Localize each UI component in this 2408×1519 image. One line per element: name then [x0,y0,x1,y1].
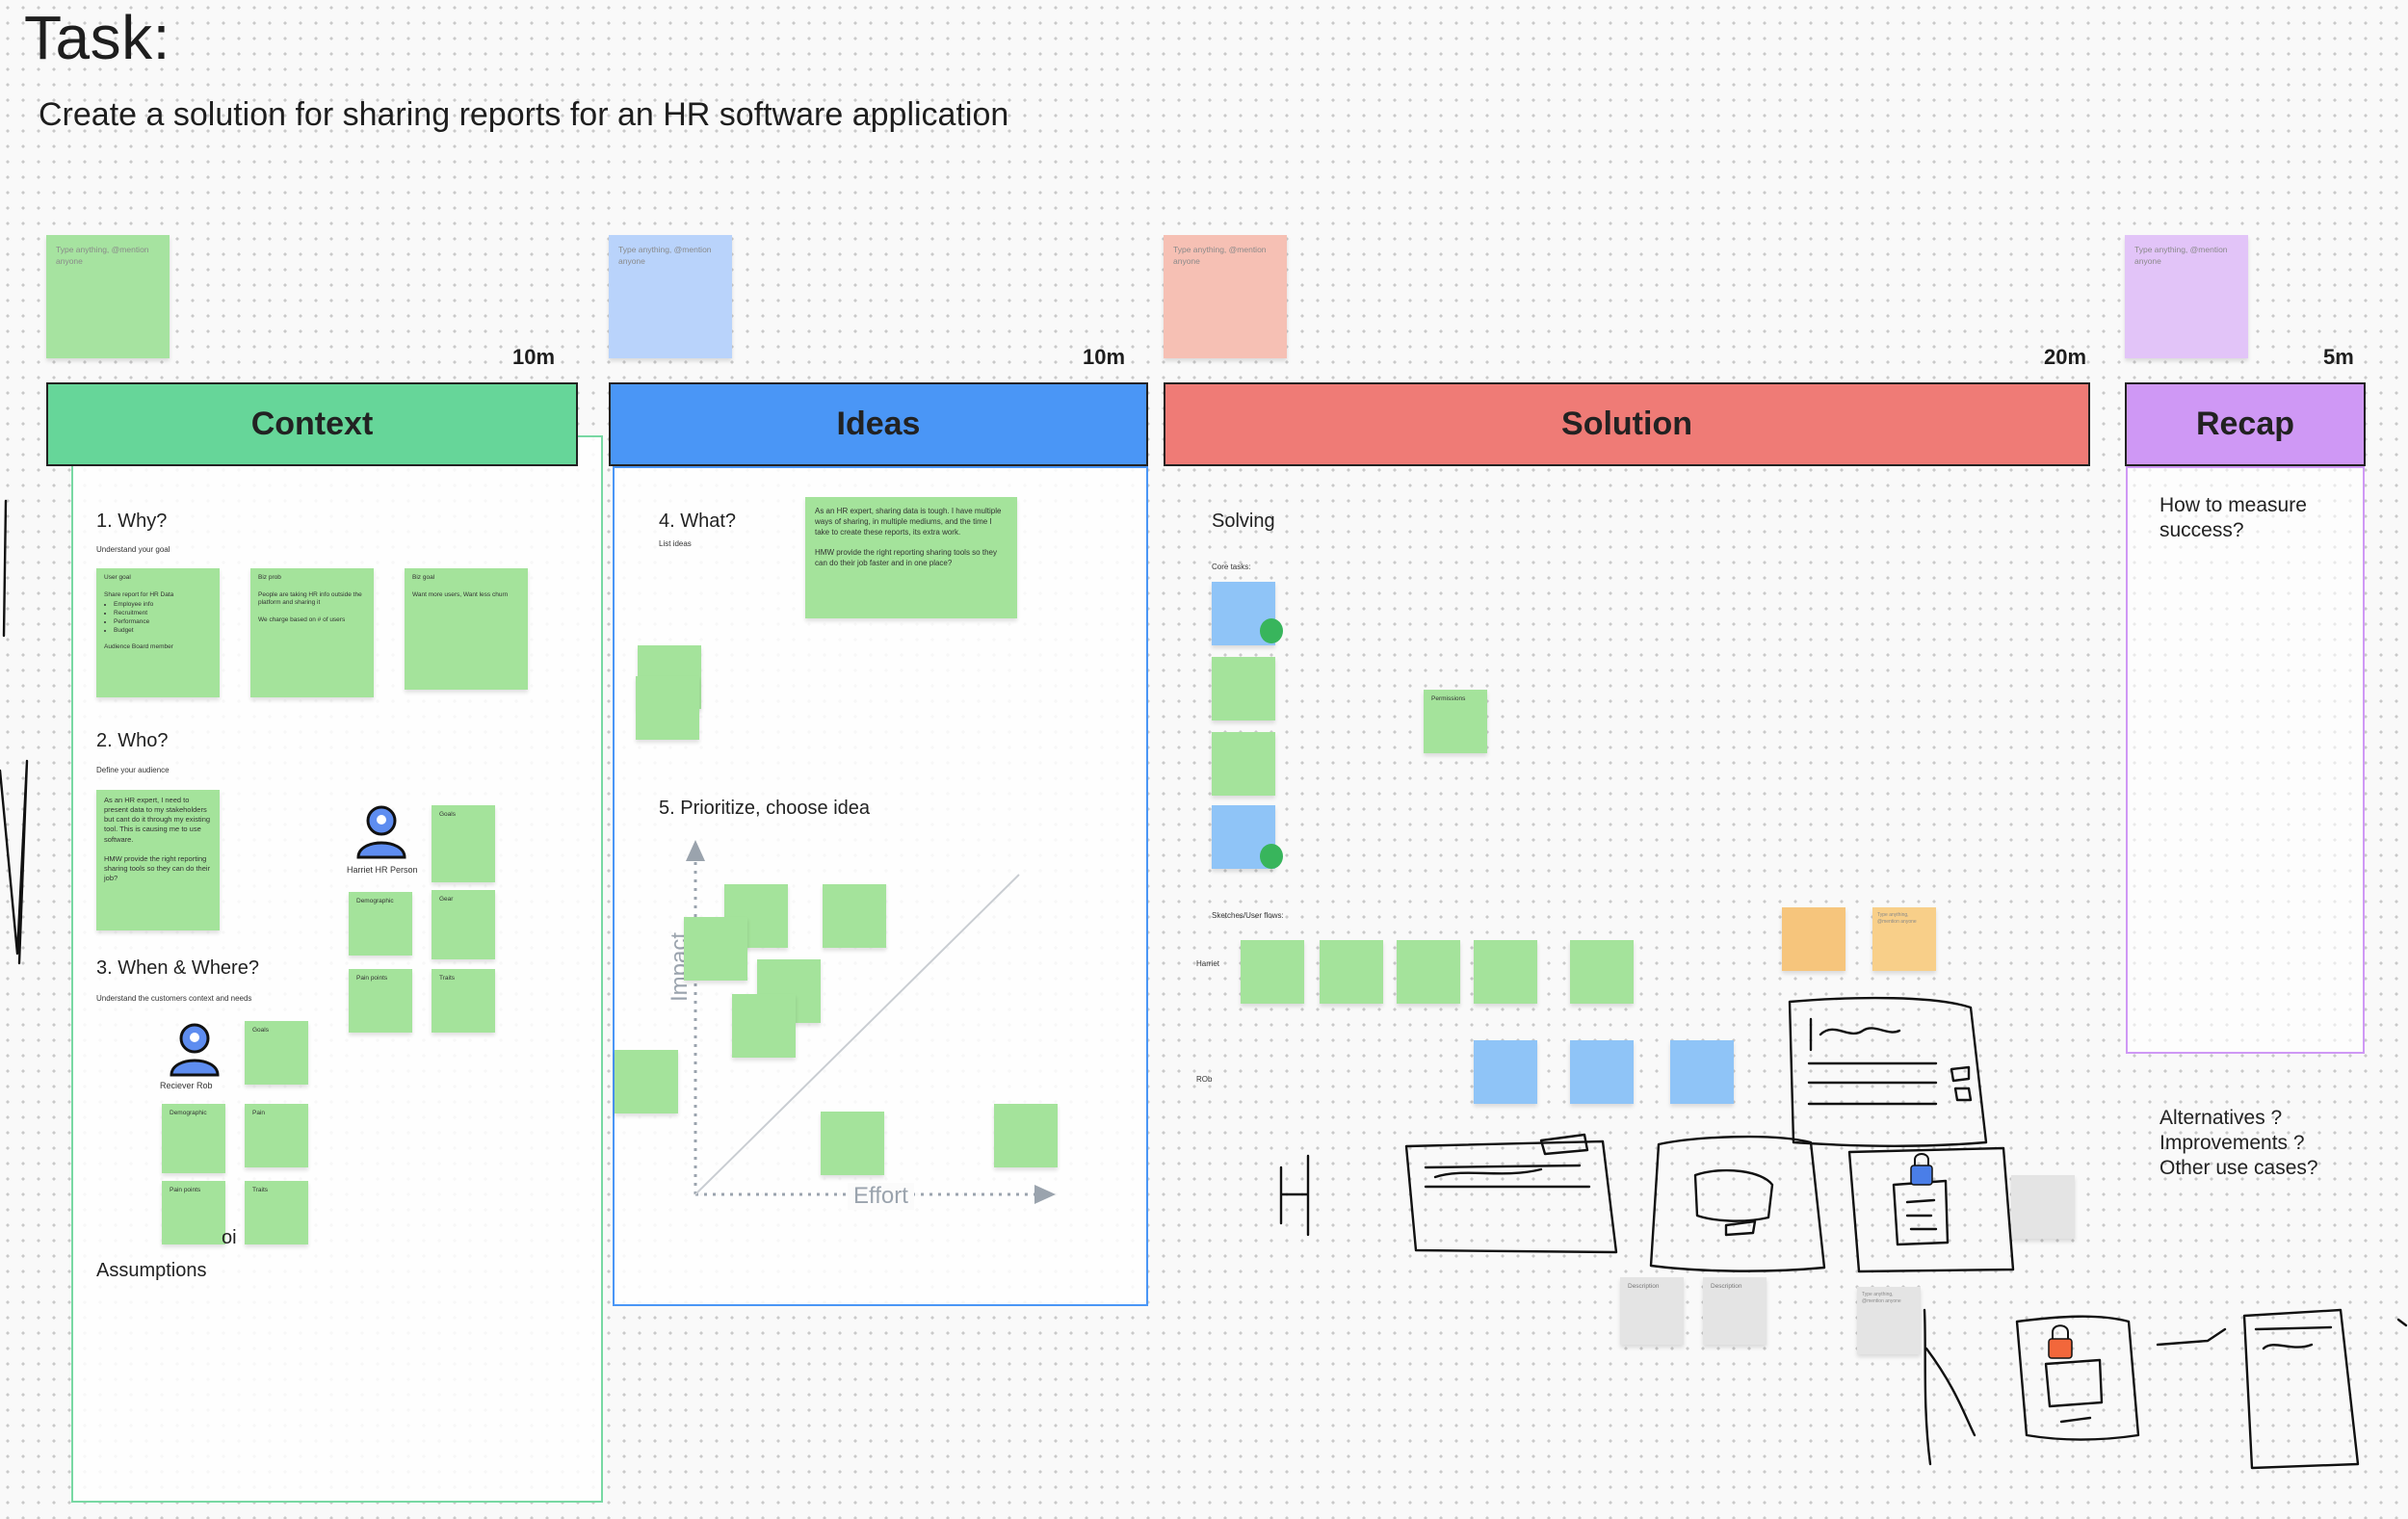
sticky-body: Share report for HR Data [104,590,174,598]
recap-other-use-cases: Other use cases? [2159,1157,2318,1179]
context-header[interactable]: Context [46,382,578,466]
sticky-flow-question[interactable] [1782,907,1845,971]
sketches-label: Sketches/User flows: [1212,911,1284,920]
sticky-biz-prob[interactable]: Biz prob People are taking HR info outsi… [250,568,374,697]
sticky-persona-traits[interactable]: Traits [432,969,495,1033]
sticky-rob-painpoints[interactable]: Pain points [162,1181,225,1244]
person-icon [170,1023,220,1077]
sticky-core-task[interactable] [1212,732,1275,796]
who-title: 2. Who? [96,730,169,751]
sticky-persona-goals[interactable]: Goals [432,805,495,882]
placeholder-sticky-ideas[interactable]: Type anything, @mention anyone [609,235,732,358]
sticky-persona-gear[interactable]: Gear [432,890,495,959]
lock-icon [1910,1153,2073,1359]
row-label-harriet: Harriet [1196,959,1220,968]
sticky-rob-step[interactable] [1670,1040,1734,1104]
effort-label: Effort [848,1183,914,1210]
sticky-flow-step[interactable] [1241,940,1304,1004]
core-tasks-label: Core tasks: [1212,563,1251,571]
sticky-persona-demographic[interactable]: Demographic [349,892,412,956]
recap-header[interactable]: Recap [2125,382,2366,466]
ideas-time: 10m [1083,345,1126,369]
recap-time: 5m [2323,345,2354,369]
sticky-flow-placeholder[interactable]: Type anything, @mention anyone [1872,907,1936,971]
persona-rob-label: Reciever Rob [160,1081,213,1090]
solution-subtitle: Solving [1212,511,1275,532]
status-dot [1260,618,1283,643]
ideas-header[interactable]: Ideas [609,382,1148,466]
sticky-description[interactable]: Description [1620,1277,1684,1345]
prioritize-title: 5. Prioritize, choose idea [659,798,871,819]
sticky-idea[interactable] [994,1104,1058,1167]
what-title: 4. What? [659,511,737,532]
recap-improvements: Improvements ? [2159,1132,2305,1154]
when-subtitle: Understand the customers context and nee… [96,994,252,1003]
sticky-rob-goals[interactable]: Goals [245,1021,308,1085]
sticky-flow-step[interactable] [1320,940,1383,1004]
assumptions-title: Assumptions [96,1260,207,1281]
sticky-rob-pain[interactable]: Pain [245,1104,308,1167]
sticky-description[interactable]: Description [1703,1277,1767,1345]
sticky-flow-step[interactable] [1397,940,1460,1004]
recap-success-question: How to measure success? [2159,494,2307,542]
sticky-idea[interactable] [636,676,699,740]
context-time: 10m [512,345,556,369]
who-subtitle: Define your audience [96,766,170,774]
sticky-persona-pain[interactable]: Pain points [349,969,412,1033]
sticky-note-grey[interactable] [2011,1175,2075,1239]
assumptions-fragment: oi [222,1227,237,1248]
placeholder-sticky-recap[interactable]: Type anything, @mention anyone [2125,235,2248,358]
why-title: 1. Why? [96,511,168,532]
solution-time: 20m [2044,345,2087,369]
task-title: Task: [24,3,170,72]
placeholder-sticky-solution[interactable]: Type anything, @mention anyone [1164,235,1287,358]
sticky-idea[interactable] [732,994,796,1058]
sticky-title: User goal [104,574,131,581]
recap-alternatives: Alternatives ? [2159,1107,2283,1129]
sticky-rob-step[interactable] [1474,1040,1537,1104]
task-subtitle: Create a solution for sharing reports fo… [39,96,1009,133]
when-title: 3. When & Where? [96,957,259,979]
sticky-user-goal[interactable]: User goal Share report for HR Data Emplo… [96,568,220,697]
sticky-idea[interactable] [823,884,886,948]
sticky-core-task[interactable] [1212,657,1275,720]
sticky-idea[interactable] [615,1050,678,1113]
sticky-hr-expert[interactable]: As an HR expert, I need to present data … [96,790,220,930]
sticky-description-placeholder[interactable]: Type anything, @mention anyone [1857,1287,1921,1354]
placeholder-sticky-context[interactable]: Type anything, @mention anyone [46,235,170,358]
sticky-flow-step[interactable] [1474,940,1537,1004]
sticky-hr-expert-problem[interactable]: As an HR expert, sharing data is tough. … [805,497,1017,618]
recap-frame[interactable] [2126,466,2365,1054]
person-icon [356,805,406,859]
persona-harriet-label: Harriet HR Person [347,865,418,875]
sticky-idea[interactable] [821,1112,884,1175]
sticky-idea[interactable] [684,917,747,981]
sticky-biz-goal[interactable]: Biz goal Want more users, Want less chur… [405,568,528,690]
sticky-rob-demographic[interactable]: Demographic [162,1104,225,1173]
impact-effort-axes [686,840,1056,1204]
sticky-flow-step[interactable] [1570,940,1634,1004]
row-label-rob: ROb [1196,1075,1213,1084]
sticky-rob-traits[interactable]: Traits [245,1181,308,1244]
why-subtitle: Understand your goal [96,545,170,554]
sticky-permissions[interactable]: Permissions [1424,690,1487,753]
what-subtitle: List ideas [659,539,692,548]
sticky-rob-step[interactable] [1570,1040,1634,1104]
solution-header[interactable]: Solution [1164,382,2090,466]
status-dot [1260,844,1283,869]
